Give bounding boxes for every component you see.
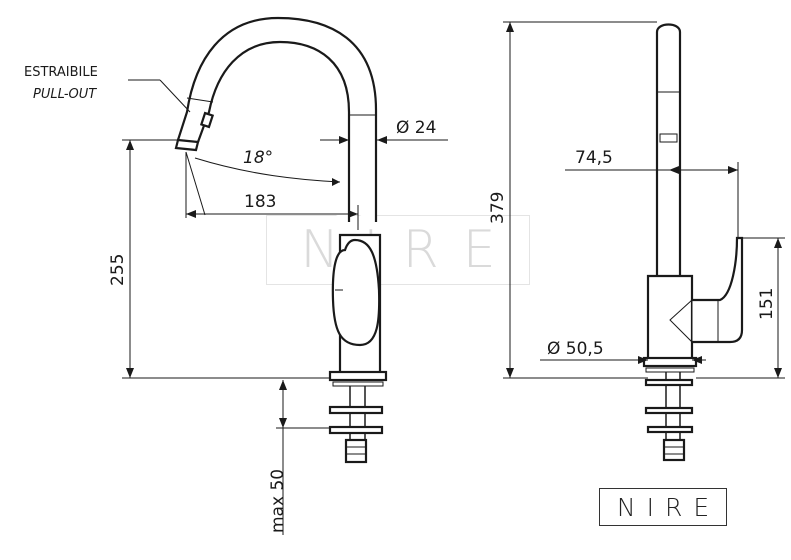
- side-washer-1: [644, 378, 694, 387]
- base-flange: [328, 370, 388, 382]
- base-diameter-value: Ø 50,5: [547, 339, 604, 359]
- side-connector: [662, 438, 686, 462]
- spout-diameter-value: Ø 24: [396, 118, 436, 138]
- lever-handle: [331, 238, 381, 347]
- spout-inner-curve: [196, 40, 351, 222]
- side-lever: [692, 236, 744, 344]
- side-body: [646, 274, 694, 362]
- pullout-label-it: ESTRAIBILE: [24, 65, 98, 80]
- side-base: [642, 356, 698, 368]
- offset-value: 74,5: [575, 148, 613, 168]
- side-lever-joint: [669, 298, 693, 344]
- side-washer-2: [644, 406, 694, 415]
- lever-height-value: 151: [757, 288, 777, 320]
- total-height-value: 379: [488, 192, 508, 224]
- front-view: ESTRAIBILE PULL-OUT 18° 183 Ø 24: [24, 16, 448, 535]
- washer-2: [328, 405, 384, 415]
- reach-value: 183: [244, 192, 276, 212]
- side-view: 379 74,5 151 Ø 50,5: [488, 21, 785, 462]
- pullout-label-en: PULL-OUT: [33, 87, 97, 102]
- angle-tilt-line: [185, 151, 206, 216]
- brand-logo-text: NIRE: [616, 492, 721, 522]
- side-spout: [655, 23, 682, 280]
- side-pullout-button: [659, 133, 678, 143]
- brand-logo: NIRE: [599, 488, 727, 526]
- pullout-button: [199, 111, 215, 129]
- washer-1: [332, 381, 384, 387]
- washer-3: [328, 425, 384, 435]
- pullout-joint: [186, 97, 214, 103]
- angle-value: 18°: [243, 148, 273, 168]
- angle-arc: [194, 157, 341, 183]
- side-washer-3: [646, 425, 694, 434]
- pullout-leader: [159, 79, 191, 113]
- spout-mouth: [174, 138, 200, 152]
- hose-connector: [344, 438, 368, 464]
- max-depth-value: max 50: [268, 469, 288, 533]
- height-value: 255: [108, 254, 128, 286]
